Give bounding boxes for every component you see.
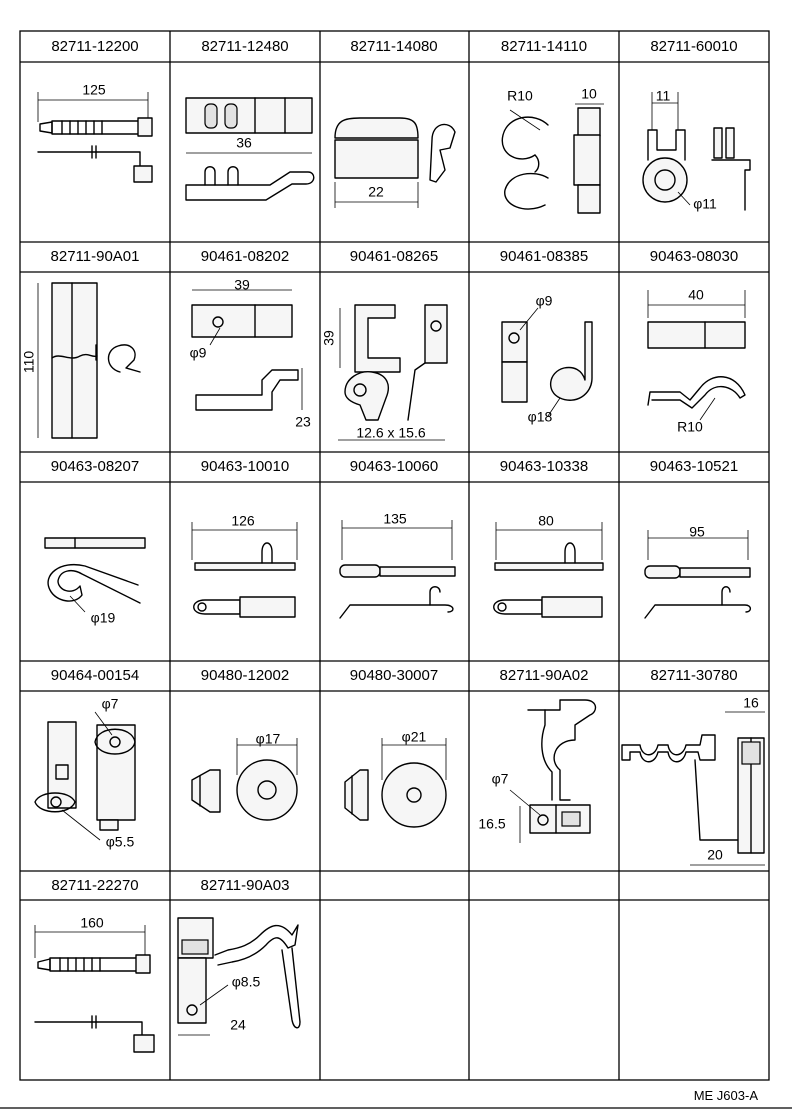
clamp-drawing-90464-00154 bbox=[34, 711, 136, 841]
part-number-label: 82711-90A03 bbox=[201, 877, 290, 894]
dimension-label: R10 bbox=[677, 419, 703, 435]
part-number-label: 82711-90A01 bbox=[51, 248, 140, 265]
dimension-label: 40 bbox=[688, 287, 704, 303]
part-number-label: 82711-90A02 bbox=[500, 667, 589, 684]
part-number-label: 90463-08207 bbox=[51, 458, 139, 475]
dimension-label: 135 bbox=[383, 511, 407, 527]
parts-grid bbox=[0, 30, 792, 1109]
clamp-drawing-90461-08385 bbox=[501, 307, 593, 417]
clamp-drawing-90463-10521 bbox=[644, 530, 752, 619]
clamp-drawing-82711-90A03 bbox=[177, 917, 301, 1036]
dimension-label: φ5.5 bbox=[106, 834, 135, 850]
part-number-label: 90463-10060 bbox=[350, 458, 438, 475]
dimension-label: φ18 bbox=[528, 409, 553, 425]
dimension-label: 16 bbox=[743, 695, 759, 711]
clamp-drawing-90463-10010 bbox=[191, 522, 298, 618]
dimension-label: 125 bbox=[82, 82, 106, 98]
grommet-drawing-90480-12002 bbox=[191, 738, 298, 821]
part-number-label: 82711-60010 bbox=[650, 38, 737, 55]
part-number-label: 82711-14080 bbox=[350, 38, 437, 55]
clamp-drawing-90463-08030 bbox=[647, 290, 746, 421]
part-number-label: 90464-00154 bbox=[51, 667, 139, 684]
dimension-label: φ7 bbox=[102, 696, 119, 712]
part-number-label: 90480-12002 bbox=[201, 667, 289, 684]
part-number-label: 82711-14110 bbox=[501, 38, 587, 55]
part-number-label: 90461-08385 bbox=[500, 248, 588, 265]
clamp-drawing-90463-10338 bbox=[493, 522, 604, 618]
clamp-drawing-82711-12480 bbox=[185, 97, 315, 201]
dimension-label: 80 bbox=[538, 513, 554, 529]
grommet-drawing-90480-30007 bbox=[344, 738, 447, 828]
clamp-drawing-82711-90A01 bbox=[37, 282, 141, 439]
drawing-code: ME J603-A bbox=[694, 1088, 759, 1103]
part-number-headers: 82711-12200 82711-12480 82711-14080 8271… bbox=[51, 38, 739, 894]
clamp-drawing-90463-08207 bbox=[44, 537, 146, 613]
dimension-label: 22 bbox=[368, 184, 384, 200]
clamp-drawing-82711-60010 bbox=[642, 92, 751, 211]
part-number-label: 90463-10521 bbox=[650, 458, 738, 475]
part-number-label: 90463-08030 bbox=[650, 248, 738, 265]
part-number-label: 90461-08265 bbox=[350, 248, 438, 265]
clamp-drawing-82711-14110 bbox=[501, 103, 604, 214]
dimension-label: φ17 bbox=[256, 731, 281, 747]
part-number-label: 90463-10338 bbox=[500, 458, 588, 475]
dimension-label: 23 bbox=[295, 414, 311, 430]
part-number-label: 82711-30780 bbox=[650, 667, 737, 684]
clamp-drawing-82711-12200 bbox=[37, 92, 153, 183]
dimension-label: φ7 bbox=[492, 771, 509, 787]
dimension-label: R10 bbox=[507, 88, 533, 104]
dimension-label: 12.6 x 15.6 bbox=[356, 425, 425, 441]
dimension-label: φ19 bbox=[91, 610, 116, 626]
part-number-label: 90463-10010 bbox=[201, 458, 289, 475]
dimension-label: φ9 bbox=[190, 345, 207, 361]
dimension-label: φ9 bbox=[536, 293, 553, 309]
dimension-label: 11 bbox=[656, 88, 671, 104]
part-number-label: 90480-30007 bbox=[350, 667, 438, 684]
dimension-label: 126 bbox=[231, 513, 255, 529]
dimension-label: 95 bbox=[689, 524, 705, 540]
dimension-label: φ11 bbox=[693, 196, 717, 212]
dimension-label: 36 bbox=[236, 135, 252, 151]
clamp-drawing-90461-08202 bbox=[191, 289, 303, 411]
part-number-label: 82711-22270 bbox=[51, 877, 138, 894]
dimension-label: 39 bbox=[321, 330, 337, 346]
part-number-label: 90461-08202 bbox=[201, 248, 289, 265]
part-number-label: 82711-12480 bbox=[201, 38, 288, 55]
clamp-drawing-82711-90A02 bbox=[509, 699, 597, 843]
dimension-label: 16.5 bbox=[478, 816, 505, 832]
dimension-label: 10 bbox=[581, 86, 597, 102]
dimension-label: 24 bbox=[230, 1017, 246, 1033]
dimension-label: φ8.5 bbox=[232, 974, 261, 990]
clamp-drawing-82711-30780 bbox=[621, 711, 765, 866]
dimension-label: 20 bbox=[707, 847, 723, 863]
clamp-drawing-90463-10060 bbox=[339, 520, 456, 619]
part-number-label: 82711-12200 bbox=[51, 38, 138, 55]
dimension-label: 160 bbox=[80, 915, 104, 931]
dimension-label: 39 bbox=[234, 277, 250, 293]
dimension-label: 110 bbox=[21, 351, 37, 374]
clamp-drawing-90461-08265 bbox=[338, 304, 448, 441]
clamp-drawing-82711-22270 bbox=[34, 925, 155, 1053]
dimension-label: φ21 bbox=[402, 729, 427, 745]
clamp-drawing-82711-14080 bbox=[334, 117, 456, 208]
